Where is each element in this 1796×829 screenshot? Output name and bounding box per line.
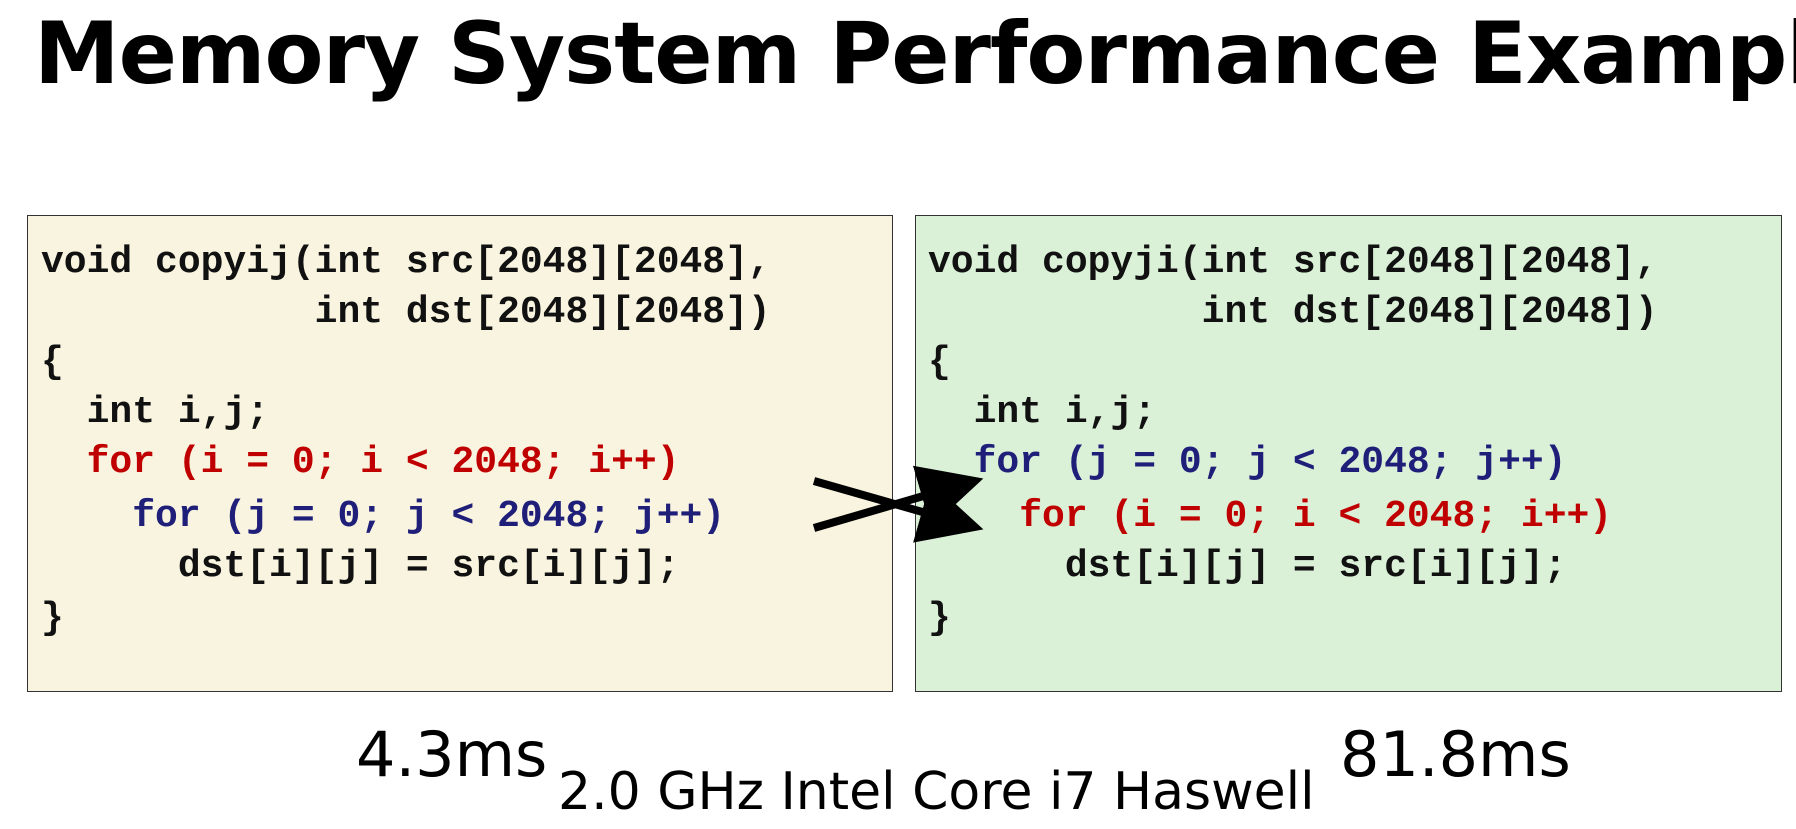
code-line: int i,j;	[928, 391, 1157, 434]
code-line: }	[928, 597, 951, 640]
copyji-code-box: void copyji(int src[2048][2048], int dst…	[915, 215, 1782, 692]
copyij-timing: 4.3ms	[356, 718, 548, 791]
code-line: int i,j;	[41, 391, 270, 434]
cpu-label: 2.0 GHz Intel Core i7 Haswell	[558, 762, 1315, 822]
swap-arrow-up	[812, 465, 984, 532]
code-line: void copyij(int src[2048][2048],	[41, 241, 771, 284]
outer-loop-i: for (i = 0; i < 2048; i++)	[41, 441, 680, 484]
code-line: }	[41, 597, 64, 640]
code-line: {	[928, 341, 951, 384]
inner-loop-i: for (i = 0; i < 2048; i++)	[928, 495, 1613, 538]
code-line: dst[i][j] = src[i][j];	[928, 545, 1567, 588]
inner-loop-j: for (j = 0; j < 2048; j++)	[41, 495, 726, 538]
code-line: int dst[2048][2048])	[41, 291, 771, 334]
copyji-timing: 81.8ms	[1340, 718, 1571, 791]
code-line: void copyji(int src[2048][2048],	[928, 241, 1658, 284]
outer-loop-j: for (j = 0; j < 2048; j++)	[928, 441, 1567, 484]
code-line: int dst[2048][2048])	[928, 291, 1658, 334]
slide-title: Memory System Performance Example	[34, 4, 1796, 104]
copyij-code-box: void copyij(int src[2048][2048], int dst…	[27, 215, 893, 692]
code-line: {	[41, 341, 64, 384]
code-line: dst[i][j] = src[i][j];	[41, 545, 680, 588]
